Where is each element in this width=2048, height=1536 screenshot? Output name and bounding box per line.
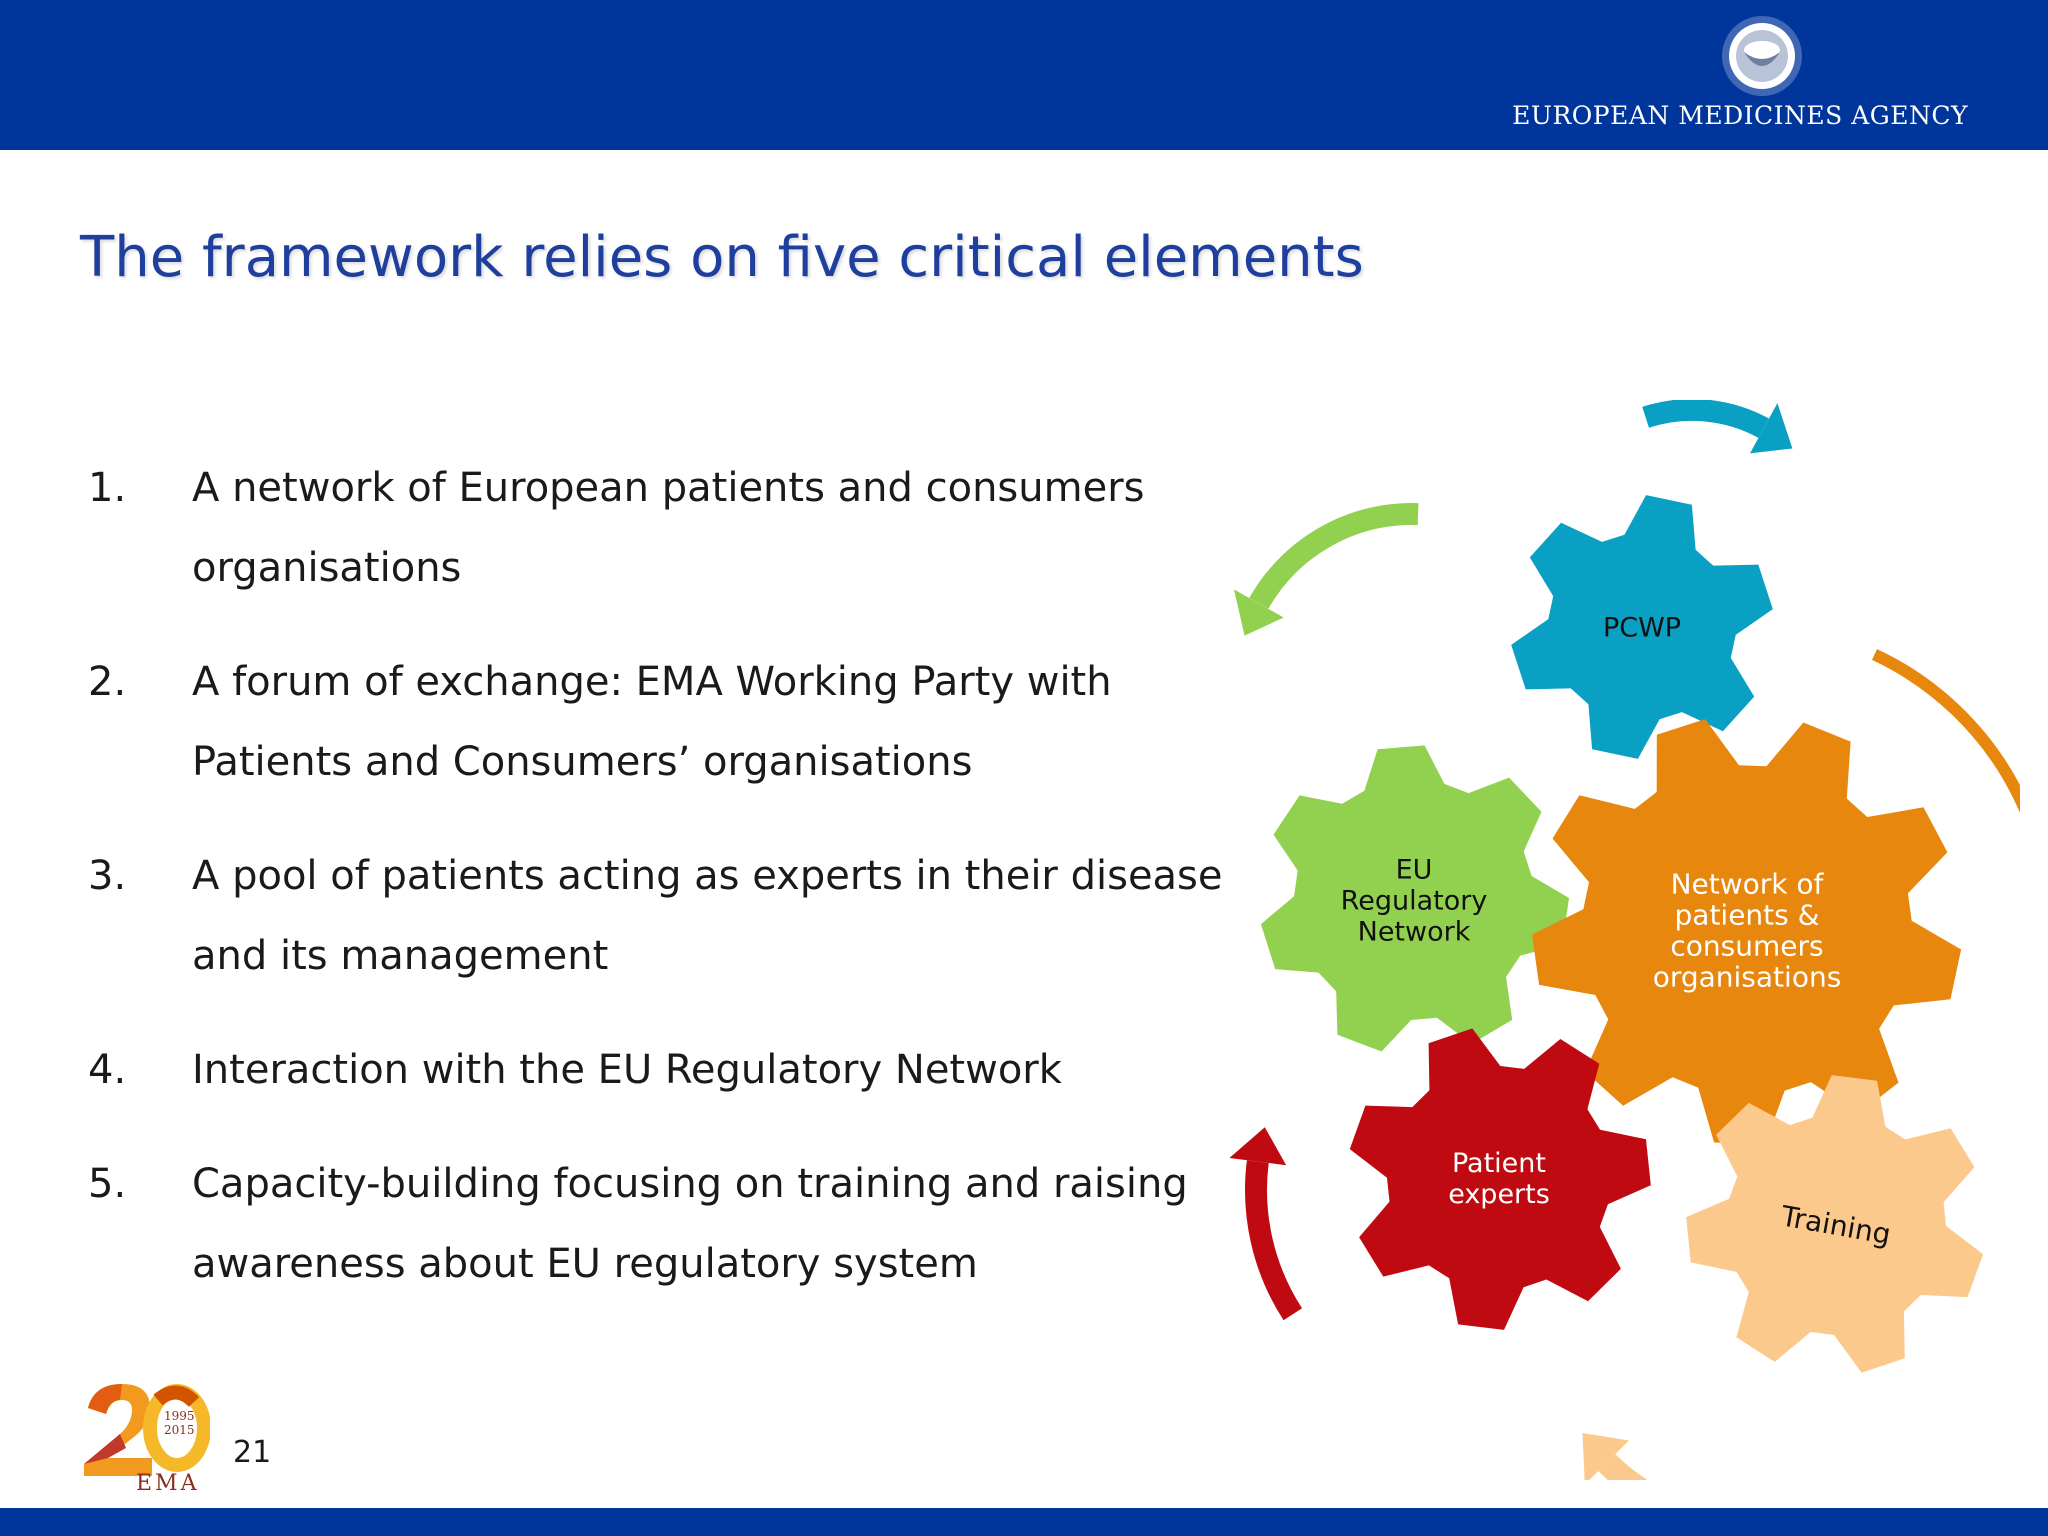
list-item: 3. A pool of patients acting as experts …: [88, 836, 1322, 996]
gear-label-line: Network: [1358, 917, 1471, 948]
gear-pcwp: [1511, 495, 1773, 759]
item-number: 5.: [88, 1161, 127, 1207]
item-number: 1.: [88, 465, 127, 511]
anniversary-year-start: 1995: [164, 1409, 195, 1423]
item-number: 3.: [88, 853, 127, 899]
item-text: Interaction with the EU Regulatory Netwo…: [192, 1047, 1062, 1093]
page-number: 21: [233, 1435, 272, 1470]
header-bar: EUROPEAN MEDICINES AGENCY: [0, 0, 2048, 150]
list-item: 4. Interaction with the EU Regulatory Ne…: [88, 1030, 1322, 1110]
anniversary-year-end: 2015: [164, 1423, 195, 1437]
anniversary-wordmark: EMA: [136, 1471, 199, 1493]
gear-label-line: consumers: [1670, 929, 1823, 962]
gear-label-line: organisations: [1653, 960, 1842, 993]
gear-label-line: experts: [1448, 1179, 1550, 1210]
gear-label-line: Network of: [1671, 867, 1825, 900]
gear-label-line: patients &: [1675, 898, 1820, 931]
arrow-head: [1233, 589, 1284, 636]
item-number: 2.: [88, 659, 127, 705]
gear-patient-experts: [1349, 1028, 1651, 1330]
arrow-shaft: [1598, 1453, 1648, 1480]
arrow-head: [1750, 403, 1793, 454]
agency-name: EUROPEAN MEDICINES AGENCY: [1512, 101, 1968, 130]
item-text: A forum of exchange: EMA Working Party w…: [192, 659, 1112, 785]
item-number: 4.: [88, 1047, 127, 1093]
item-text: A pool of patients acting as experts in …: [192, 853, 1223, 979]
ema-logo: [1722, 16, 1802, 96]
gear-label-pcwp: PCWP: [1603, 612, 1681, 643]
arrow-head: [1582, 1433, 1629, 1480]
list-item: 5. Capacity-building focusing on trainin…: [88, 1144, 1322, 1304]
arrow-shaft: [1642, 400, 1769, 438]
list-item: 1. A network of European patients and co…: [88, 448, 1322, 608]
gear-network-of-patients: [1532, 719, 1962, 1145]
gear-training: [1686, 1075, 1984, 1373]
gear-label-line: Patient: [1452, 1148, 1546, 1179]
arrow-shaft: [1245, 1160, 1303, 1321]
arrow-head: [1229, 1127, 1287, 1166]
item-text: Capacity-building focusing on training a…: [192, 1161, 1188, 1287]
anniversary-logo: 1995 2015 EMA: [84, 1384, 210, 1493]
arrow-shaft: [1249, 503, 1419, 609]
arrow-left-red: [1229, 1127, 1303, 1321]
gear-eu-regulatory-network: [1260, 745, 1569, 1052]
footer-bar: [0, 1508, 2048, 1536]
slide-title: The framework relies on five critical el…: [80, 225, 1364, 290]
elements-list: 1. A network of European patients and co…: [88, 448, 1322, 1338]
gear-label-line: EU: [1396, 854, 1433, 885]
arrow-top: [1642, 400, 1793, 454]
gear-label-line: Regulatory: [1341, 885, 1488, 916]
gear-label-line: PCWP: [1603, 612, 1681, 643]
arrow-left-green: [1233, 503, 1419, 636]
list-item: 2. A forum of exchange: EMA Working Part…: [88, 642, 1322, 802]
arrow-right-orange: [1871, 649, 2020, 814]
arrow-bottom-peach: [1582, 1433, 1648, 1480]
item-text: A network of European patients and consu…: [192, 465, 1145, 591]
arrow-shaft: [1871, 649, 2020, 814]
